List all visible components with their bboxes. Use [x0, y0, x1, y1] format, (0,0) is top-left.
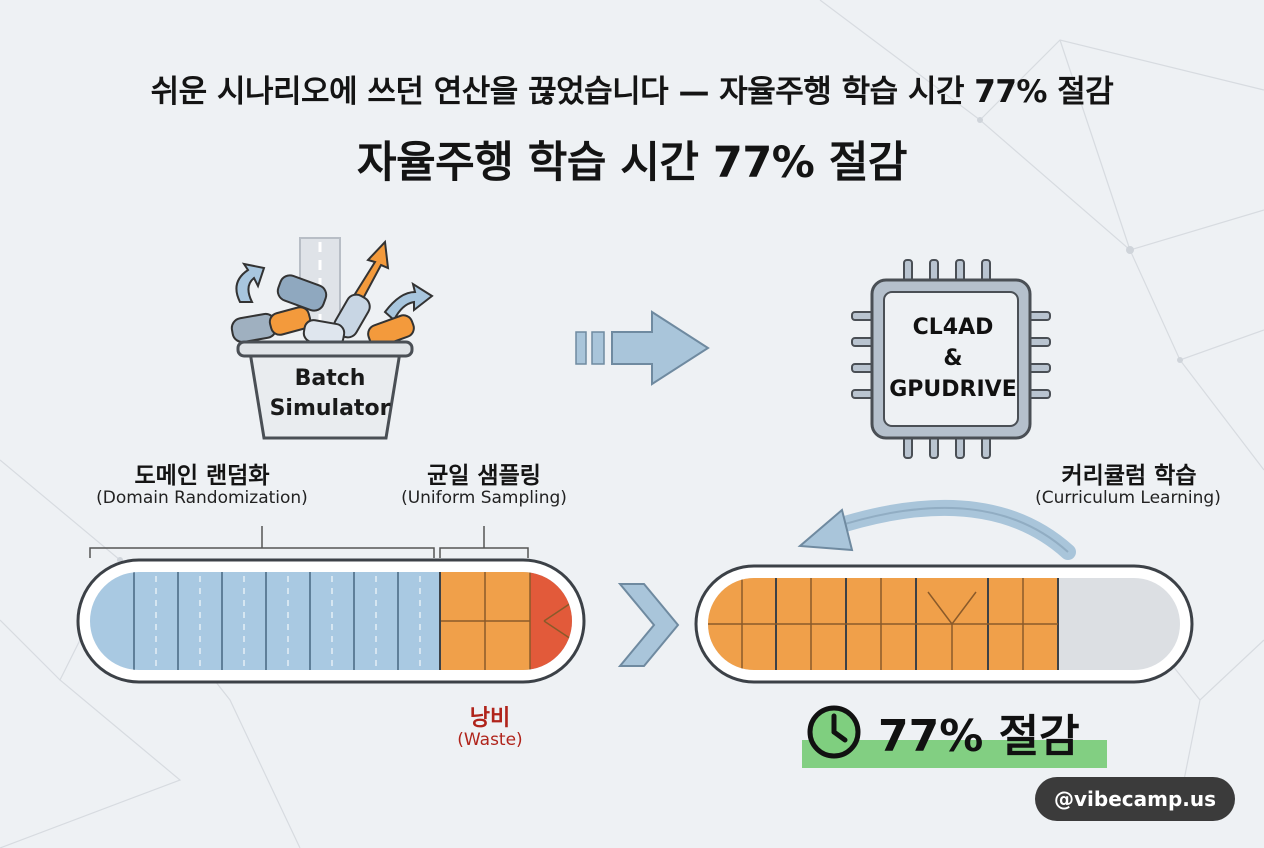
domain-randomization-label: 도메인 랜덤화 [134, 463, 270, 489]
batch-simulator-label: Batch Simulator [269, 366, 391, 421]
batch-simulator-illustration [230, 237, 434, 440]
bucket-icon [236, 340, 414, 440]
curriculum-sublabel: (Curriculum Learning) [1035, 488, 1221, 508]
car-icons [230, 274, 415, 348]
domain-randomization-sublabel: (Domain Randomization) [96, 488, 308, 508]
waste-label: 낭비 [469, 706, 511, 731]
block-arrow-icon [575, 310, 710, 386]
chevron-right-icon [617, 583, 680, 667]
intersection-scenario-marks [440, 572, 572, 670]
curved-arrow-icon [797, 499, 1076, 560]
subheadline: 자율주행 학습 시간 77% 절감 [357, 138, 907, 188]
clock-icon [807, 705, 861, 759]
curriculum-label: 커리큘럼 학습 [1061, 463, 1197, 489]
uniform-sampling-batch-bar [76, 558, 586, 684]
gpu-chip-icon [851, 259, 1051, 459]
headline: 쉬운 시나리오에 쓰던 연산을 끊었습니다 — 자율주행 학습 시간 77% 절… [150, 74, 1114, 110]
waste-sublabel: (Waste) [457, 730, 523, 750]
savings-text: 77% 절감 [878, 711, 1080, 762]
range-brackets [89, 526, 529, 558]
intersection-scenario-marks [708, 578, 1058, 670]
curriculum-batch-bar [694, 564, 1194, 684]
author-handle-badge: @vibecamp.us [1035, 777, 1235, 821]
uniform-sampling-label: 균일 샘플링 [427, 463, 541, 489]
uniform-sampling-sublabel: (Uniform Sampling) [401, 488, 567, 508]
engine-label: CL4AD & GPUDRIVE [889, 315, 1017, 402]
